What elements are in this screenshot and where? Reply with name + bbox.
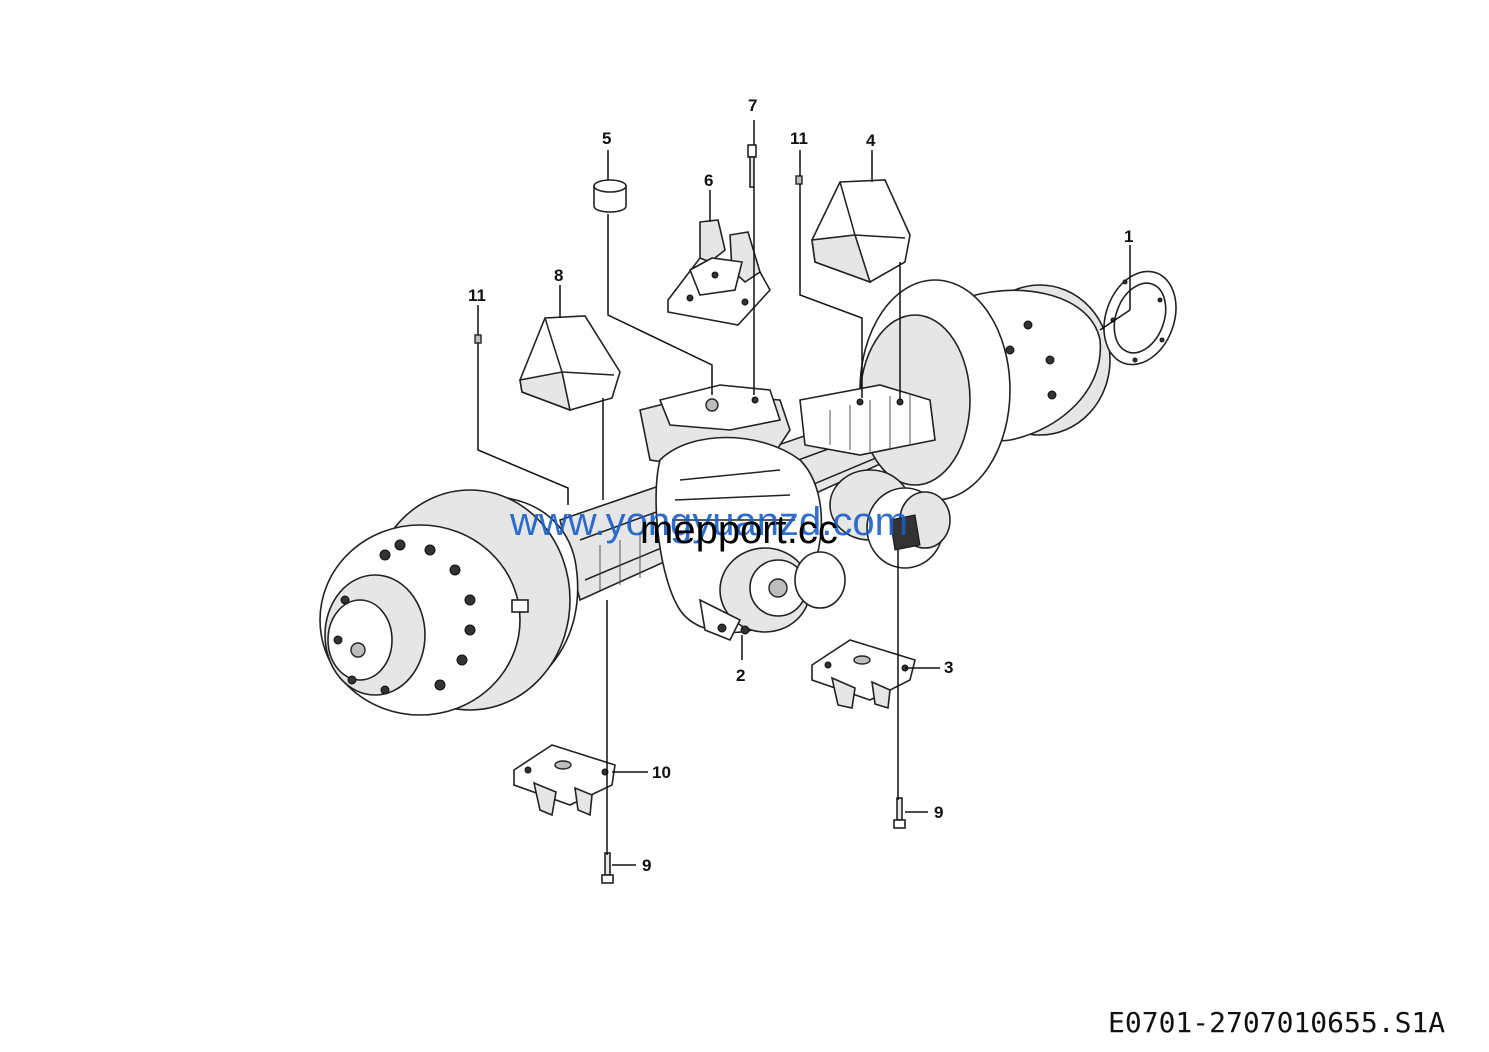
part-11-plug-left: [474, 334, 482, 344]
part-11-plug-right: [795, 175, 803, 185]
differential-carrier: [639, 384, 951, 642]
callout-10: 10: [652, 763, 671, 782]
hub-bolts: [333, 539, 476, 695]
callout-9-left: 9: [642, 856, 651, 875]
callout-1: 1: [1124, 227, 1133, 246]
callout-2: 2: [736, 666, 745, 685]
callout-11-left: 11: [468, 286, 486, 305]
callout-labels: 1 2 3 4 5 6 7 8 9 9 10 11 11: [468, 96, 1133, 875]
left-wheel-hub: [319, 489, 579, 716]
part-7-bolt: [747, 144, 757, 188]
callout-4: 4: [866, 131, 876, 150]
part-4-upper-bracket: [811, 179, 911, 284]
part-5-bushing: [593, 179, 627, 213]
callout-3: 3: [944, 658, 953, 677]
watermark-site: mepport.cc: [640, 508, 838, 552]
part-9-bolt-right: [893, 797, 906, 829]
drawing-code: E0701-2707010655.S1A: [1108, 1006, 1446, 1039]
part-9-bolt-left: [601, 852, 614, 884]
callout-7: 7: [748, 96, 757, 115]
part-8-upper-bracket: [519, 315, 621, 412]
callout-6: 6: [704, 171, 713, 190]
part-3-lower-bracket: [811, 639, 916, 710]
part-6-bracket: [667, 219, 771, 326]
part-1-gasket: [1103, 270, 1177, 366]
watermark-url: www.yongyuanzd.com: [510, 500, 908, 544]
callout-8: 8: [554, 266, 563, 285]
callout-11-right: 11: [790, 129, 808, 148]
callout-5: 5: [602, 129, 611, 148]
callout-9-right: 9: [934, 803, 943, 822]
leader-lines: [477, 120, 1131, 866]
part-10-lower-bracket: [513, 744, 616, 817]
